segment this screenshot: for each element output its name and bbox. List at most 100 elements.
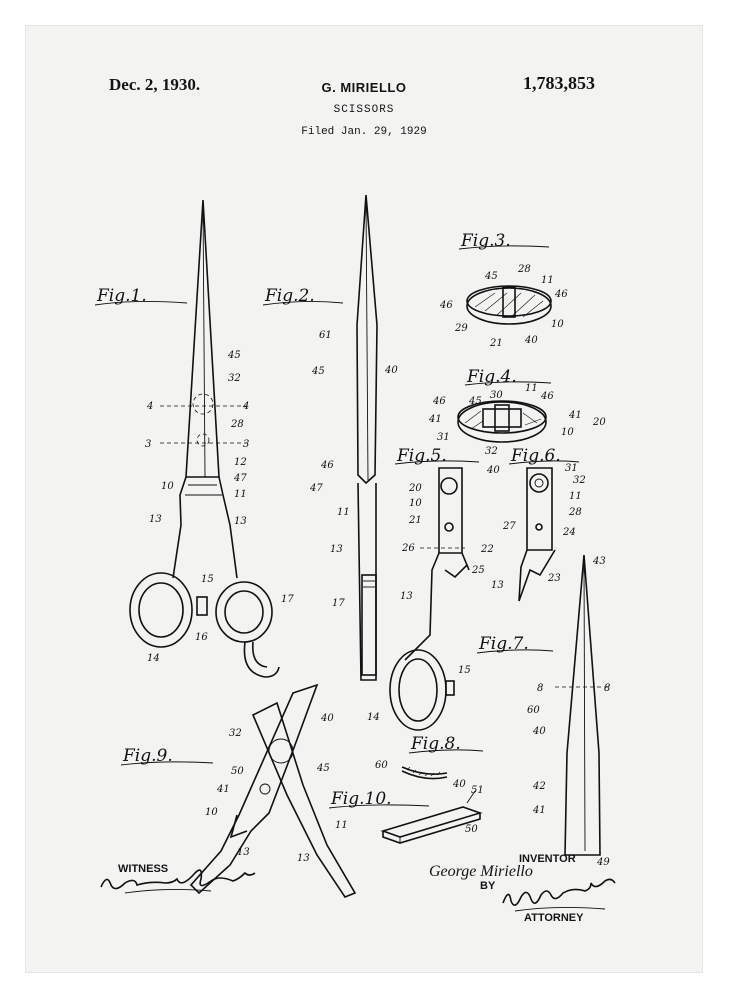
reference-numeral: 47	[233, 473, 247, 484]
fig-10-bar-drawing: Fig.10. 51 50	[328, 785, 484, 844]
reference-numeral: 40	[524, 335, 538, 346]
reference-numeral: 13	[491, 580, 504, 591]
reference-numeral: 3	[145, 439, 151, 450]
reference-numeral: 13	[297, 853, 310, 864]
inventor-header: G. MIRIELLO	[321, 80, 407, 95]
reference-numeral: 32	[228, 373, 241, 384]
reference-numeral: 43	[592, 556, 606, 567]
reference-numeral: 15	[201, 574, 214, 585]
inventor-signature-name: George Miriello	[429, 863, 533, 880]
fig-10-label: Fig.10.	[330, 789, 392, 809]
reference-numeral: 17	[281, 594, 294, 605]
patent-subject: SCISSORS	[333, 104, 395, 116]
reference-numeral: 45	[316, 763, 330, 774]
reference-numeral: 41	[216, 784, 230, 795]
reference-numeral: 40	[532, 726, 546, 737]
reference-numeral: 21	[408, 515, 422, 526]
reference-numeral: 26	[401, 543, 415, 554]
reference-numeral: 61	[319, 330, 332, 341]
reference-numeral: 45	[468, 396, 482, 407]
witness-label: WITNESS	[118, 863, 169, 875]
reference-numeral: 45	[311, 366, 325, 377]
fig-7-blade-drawing: Fig.7. 43 8 8 60 40 42 41 49	[476, 554, 611, 868]
reference-numeral: 46	[439, 300, 453, 311]
fig-2-side-view-drawing: Fig.2. 61 45 40 46 47 11 13 17	[262, 194, 398, 681]
reference-numeral: 60	[527, 705, 540, 716]
reference-numeral: 14	[367, 712, 380, 723]
reference-numeral: 29	[454, 323, 468, 334]
patent-sheet: Dec. 2, 1930. G. MIRIELLO 1,783,853 SCIS…	[25, 25, 703, 973]
filed-date: Filed Jan. 29, 1929	[301, 126, 427, 138]
by-label: BY	[480, 880, 496, 892]
reference-numeral: 3	[243, 439, 249, 450]
reference-numeral: 25	[471, 565, 485, 576]
reference-numeral: 15	[458, 665, 471, 676]
reference-numeral: 11	[335, 820, 348, 831]
reference-numeral: 24	[562, 527, 576, 538]
reference-numeral: 4	[146, 401, 153, 412]
reference-numeral: 45	[484, 271, 498, 282]
reference-numeral: 27	[502, 521, 516, 532]
attorney-signature	[502, 878, 616, 912]
reference-numeral: 40	[384, 365, 398, 376]
reference-numeral: 13	[234, 516, 247, 527]
reference-numeral: 49	[596, 857, 610, 868]
reference-numeral: 40	[452, 779, 466, 790]
reference-numeral: 30	[490, 390, 503, 401]
reference-numeral: 60	[375, 760, 388, 771]
reference-numeral: 46	[554, 289, 568, 300]
reference-numeral: 32	[485, 446, 498, 457]
reference-numeral: 47	[309, 483, 323, 494]
reference-numeral: 10	[409, 498, 422, 509]
reference-numeral: 28	[517, 264, 531, 275]
reference-numeral: 40	[486, 465, 500, 476]
fig-9-label: Fig.9.	[122, 746, 173, 766]
fig-5-handle-drawing: Fig.5. 20 10 21 26 22 25 13 15 14	[367, 446, 494, 731]
reference-numeral: 4	[242, 401, 249, 412]
inventor-label: INVENTOR	[519, 853, 576, 865]
reference-numeral: 20	[592, 417, 606, 428]
reference-numeral: 41	[532, 805, 546, 816]
reference-numeral: 42	[532, 781, 546, 792]
reference-numeral: 23	[547, 573, 561, 584]
fig-9-crossed-blades-drawing: Fig.9. 32 40 50 41 45 10 11 13 13	[120, 683, 357, 898]
witness-signature	[100, 869, 256, 894]
fig-1-scissors-drawing: Fig.1. 45 32	[94, 199, 294, 678]
reference-numeral: 16	[195, 632, 208, 643]
patent-number: 1,783,853	[523, 73, 595, 93]
reference-numeral: 14	[147, 653, 160, 664]
reference-numeral: 31	[437, 432, 450, 443]
reference-numeral: 51	[471, 785, 484, 796]
reference-numeral: 13	[400, 591, 413, 602]
reference-numeral: 12	[234, 457, 247, 468]
fig-6-blade-part-drawing: Fig.6. 31 32 11 28 27 24 13 23	[491, 446, 586, 602]
reference-numeral: 11	[569, 491, 582, 502]
reference-numeral: 11	[337, 507, 350, 518]
fig-7-label: Fig.7.	[478, 634, 529, 654]
reference-numeral: 10	[205, 807, 218, 818]
attorney-label: ATTORNEY	[524, 912, 584, 924]
reference-numeral: 46	[320, 460, 334, 471]
reference-numeral: 13	[149, 514, 162, 525]
fig-3-disc-drawing: Fig.3. 45 28 11 46 46 29 21 40 10	[439, 231, 568, 349]
reference-numeral: 46	[432, 396, 446, 407]
patent-drawings: Fig.1. 45 32	[94, 194, 616, 912]
reference-numeral: 45	[227, 350, 241, 361]
reference-numeral: 32	[229, 728, 242, 739]
reference-numeral: 50	[465, 824, 478, 835]
reference-numeral: 13	[330, 544, 343, 555]
reference-numeral: 10	[561, 427, 574, 438]
reference-numeral: 11	[541, 275, 554, 286]
reference-numeral: 21	[489, 338, 503, 349]
reference-numeral: 41	[428, 414, 442, 425]
fig-2-label: Fig.2.	[264, 286, 315, 306]
reference-numeral: 11	[525, 383, 538, 394]
reference-numeral: 17	[332, 598, 345, 609]
reference-numeral: 41	[568, 410, 582, 421]
reference-numeral: 8	[537, 683, 543, 694]
reference-numeral: 22	[480, 544, 494, 555]
fig-8-strip-drawing: Fig.8. 60 40	[375, 734, 484, 790]
reference-numeral: 8	[604, 683, 610, 694]
reference-numeral: 28	[568, 507, 582, 518]
reference-numeral: 28	[230, 419, 244, 430]
